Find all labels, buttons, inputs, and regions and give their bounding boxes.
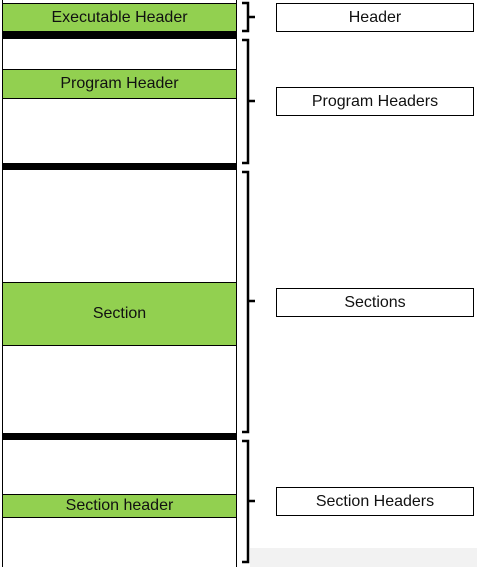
executable-header-block: Executable Header	[2, 3, 237, 32]
section-headers-brace	[242, 439, 255, 564]
section-block: Section	[2, 282, 237, 346]
header-box-label: Header	[348, 8, 402, 26]
section-header-label: Section header	[65, 497, 174, 514]
section-label: Section	[92, 305, 147, 322]
sections-brace	[242, 170, 255, 434]
program-headers-brace	[242, 38, 255, 165]
header-brace	[242, 1, 255, 33]
separator-bar	[2, 32, 237, 39]
program-headers-box-label: Program Headers	[311, 92, 439, 110]
separator-bar	[2, 163, 237, 170]
section-headers-box-label: Section Headers	[315, 492, 435, 510]
program-header-label: Program Header	[60, 75, 179, 92]
section-headers-box: Section Headers	[276, 487, 474, 516]
background-strip	[250, 548, 477, 567]
program-headers-box: Program Headers	[276, 87, 474, 116]
sections-box: Sections	[276, 288, 474, 317]
executable-header-label: Executable Header	[51, 8, 188, 26]
sections-box-label: Sections	[344, 293, 406, 311]
header-box: Header	[276, 3, 474, 32]
separator-bar	[2, 433, 237, 440]
section-header-block: Section header	[2, 494, 237, 518]
program-header-block: Program Header	[2, 69, 237, 99]
